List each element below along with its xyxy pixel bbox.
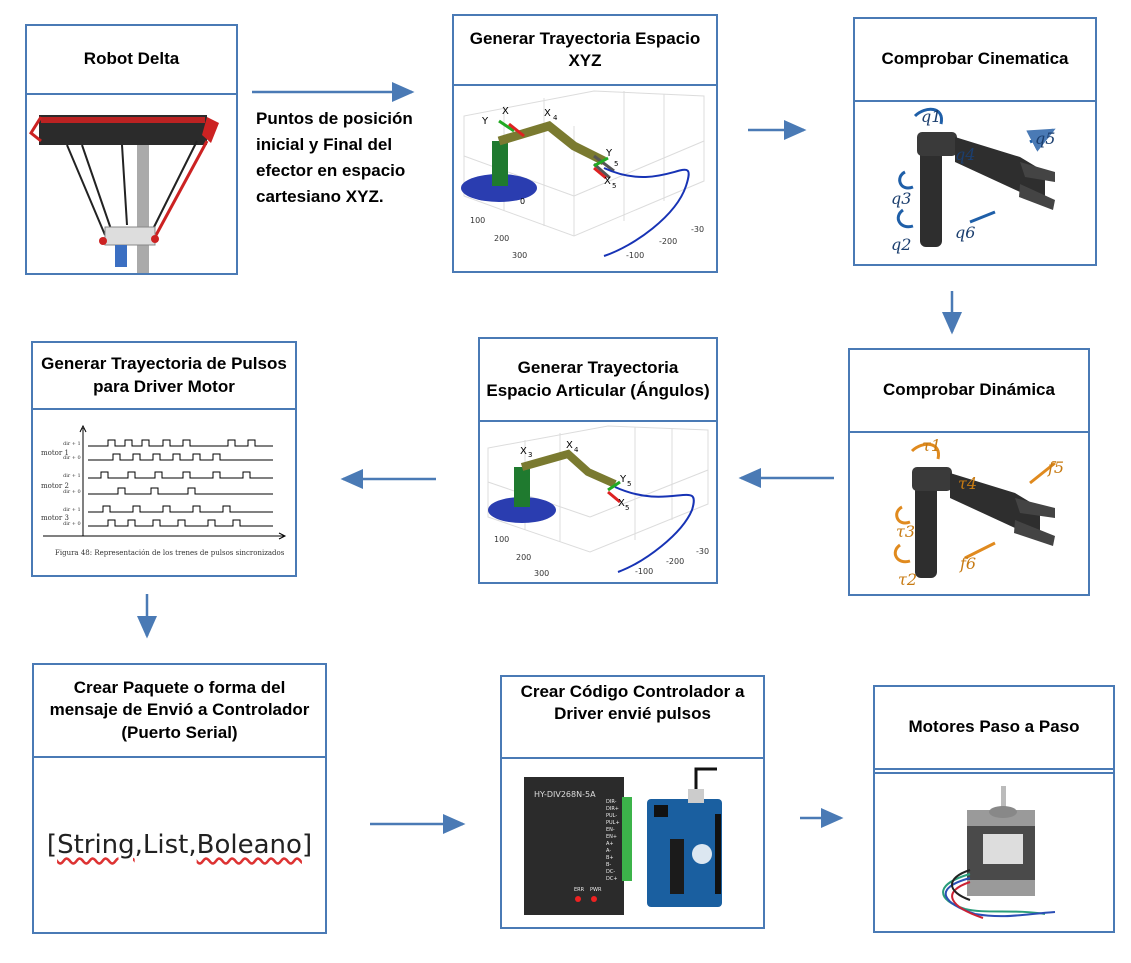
- xyz-frame-label: 4: [553, 114, 558, 122]
- driver-pin: A-: [606, 848, 611, 854]
- xyz-tick: -30: [691, 225, 704, 234]
- dinamica-label: f5: [1047, 458, 1064, 477]
- driver-model: HY-DIV268N-5A: [534, 790, 596, 799]
- pulse-motor-label: motor 1: [41, 449, 69, 457]
- box-cinematica: Comprobar Cinematica q1 q2 q3 q4 q5 q6: [853, 17, 1097, 266]
- driver-pin: DIR+: [606, 806, 619, 812]
- articular-frame-label: 5: [627, 480, 631, 488]
- articular-frame-label: X: [566, 440, 573, 451]
- driver-pin: PUL-: [606, 813, 617, 819]
- box-paquete: Crear Paquete o forma del mensaje de Env…: [32, 663, 327, 934]
- box-trayectoria-xyz: Generar Trayectoria Espacio XYZ Y X X 4: [452, 14, 718, 273]
- xyz-frame-label: 5: [612, 182, 616, 190]
- xyz-tick: -100: [626, 251, 644, 260]
- box-motores: Motores Paso a Paso: [873, 685, 1115, 933]
- driver-led-label: ERR: [574, 887, 585, 893]
- dinamica-arm-image: τ1 τ2 τ3 τ4 f5 f6: [850, 433, 1088, 594]
- xyz-frame-label: X: [502, 106, 509, 117]
- cinematica-arm-image: q1 q2 q3 q4 q5 q6: [855, 102, 1095, 264]
- pulse-row-label: dir + 1: [63, 507, 81, 513]
- cinematica-label: q5: [1035, 129, 1055, 148]
- articular-frame-label: Y: [619, 474, 627, 485]
- xyz-frame-label: X: [604, 176, 611, 187]
- driver-pin: DC-: [606, 869, 615, 875]
- pulse-row-label: dir + 1: [63, 473, 81, 479]
- driver-pin: A+: [606, 841, 614, 847]
- dinamica-label: τ3: [896, 522, 915, 541]
- box-title: Crear Paquete o forma del mensaje de Env…: [34, 665, 325, 758]
- cinematica-label: q3: [891, 189, 911, 208]
- pulse-row-label: dir + 1: [63, 441, 81, 447]
- articular-tick: -100: [635, 567, 653, 576]
- articular-tick: 100: [494, 535, 509, 544]
- type-string: String: [57, 830, 135, 860]
- box-codigo: Crear Código Controlador a Driver envié …: [500, 675, 765, 929]
- pulse-row-label: dir + 0: [63, 489, 81, 495]
- box-title: Motores Paso a Paso: [875, 687, 1113, 770]
- pulse-motor-label: motor 3: [41, 514, 69, 522]
- driver-pin: DIR-: [606, 799, 617, 805]
- articular-frame-label: 3: [528, 451, 532, 459]
- box-title: Generar Trayectoria de Pulsos para Drive…: [33, 343, 295, 410]
- pulse-row-label: dir + 0: [63, 521, 81, 527]
- driver-pin: B+: [606, 855, 614, 861]
- articular-frame-label: 5: [625, 504, 629, 512]
- articular-plot: X 3 X 4 Y 5 X 5 100 200 300 -100 -200 -3…: [480, 422, 716, 582]
- xyz-frame-label: Y: [481, 116, 489, 127]
- xyz-tick: 200: [494, 234, 509, 243]
- note-puntos: Puntos de posición inicial y Final del e…: [256, 109, 413, 206]
- box-robot-delta: Robot Delta: [25, 24, 238, 275]
- driver-pin: EN-: [606, 827, 615, 833]
- pulse-row-label: dir + 0: [63, 455, 81, 461]
- box-dinamica: Comprobar Dinámica τ1 τ2 τ3 τ4 f5 f6: [848, 348, 1090, 596]
- dinamica-label: τ4: [958, 474, 977, 493]
- type-boleano: Boleano: [196, 830, 302, 860]
- delta-robot-image: [27, 95, 236, 273]
- xyz-frame-label: 0: [520, 197, 525, 206]
- xyz-frame-label: Y: [605, 148, 613, 159]
- pulse-train-figure: dir + 1 dir + 0 dir + 1 dir + 0 dir + 1 …: [33, 410, 295, 575]
- stepper-motor-image: [875, 772, 1113, 931]
- xyz-tick: 300: [512, 251, 527, 260]
- pulse-figure-caption: Figura 48: Representación de los trenes …: [55, 549, 285, 557]
- box-title: Crear Código Controlador a Driver envié …: [502, 677, 763, 759]
- box-title: Generar Trayectoria Espacio Articular (Á…: [480, 339, 716, 422]
- articular-tick: -30: [696, 547, 709, 556]
- dinamica-label: f6: [959, 554, 976, 573]
- paquete-content: [String,List,Boleano]: [34, 758, 325, 932]
- driver-pin: EN+: [606, 834, 617, 840]
- pulse-motor-label: motor 2: [41, 482, 69, 490]
- xyz-frame-label: 5: [614, 160, 618, 168]
- xyz-plot: Y X X 4 Y 5 X 5 0 100 200 300 -100 -200 …: [454, 86, 716, 271]
- driver-pin: DC+: [606, 876, 618, 882]
- driver-led-label: PWR: [590, 887, 602, 893]
- xyz-tick: 100: [470, 216, 485, 225]
- dinamica-label: τ2: [898, 570, 917, 589]
- articular-tick: 300: [534, 569, 549, 578]
- articular-frame-label: X: [618, 498, 625, 509]
- articular-frame-label: 4: [574, 446, 579, 454]
- cinematica-label: q2: [891, 235, 911, 254]
- box-title: Generar Trayectoria Espacio XYZ: [454, 16, 716, 86]
- cinematica-label: q4: [955, 145, 975, 164]
- xyz-tick: -200: [659, 237, 677, 246]
- box-articular: Generar Trayectoria Espacio Articular (Á…: [478, 337, 718, 584]
- box-title: Robot Delta: [27, 26, 236, 95]
- box-pulsos: Generar Trayectoria de Pulsos para Drive…: [31, 341, 297, 577]
- cinematica-label: q6: [955, 223, 975, 242]
- cinematica-label: q1: [921, 107, 941, 126]
- articular-tick: 200: [516, 553, 531, 562]
- driver-arduino-image: HY-DIV268N-5A DIR- DIR+ PUL- PUL+ EN- EN…: [502, 759, 763, 927]
- message-format: [String,List,Boleano]: [46, 830, 313, 860]
- xyz-frame-label: X: [544, 108, 551, 119]
- articular-frame-label: X: [520, 446, 527, 457]
- box-title: Comprobar Dinámica: [850, 350, 1088, 433]
- driver-pin: PUL+: [606, 820, 620, 826]
- type-list: List: [142, 830, 189, 860]
- box-title: Comprobar Cinematica: [855, 19, 1095, 102]
- dinamica-label: τ1: [922, 436, 941, 455]
- articular-tick: -200: [666, 557, 684, 566]
- driver-pin: B-: [606, 862, 611, 868]
